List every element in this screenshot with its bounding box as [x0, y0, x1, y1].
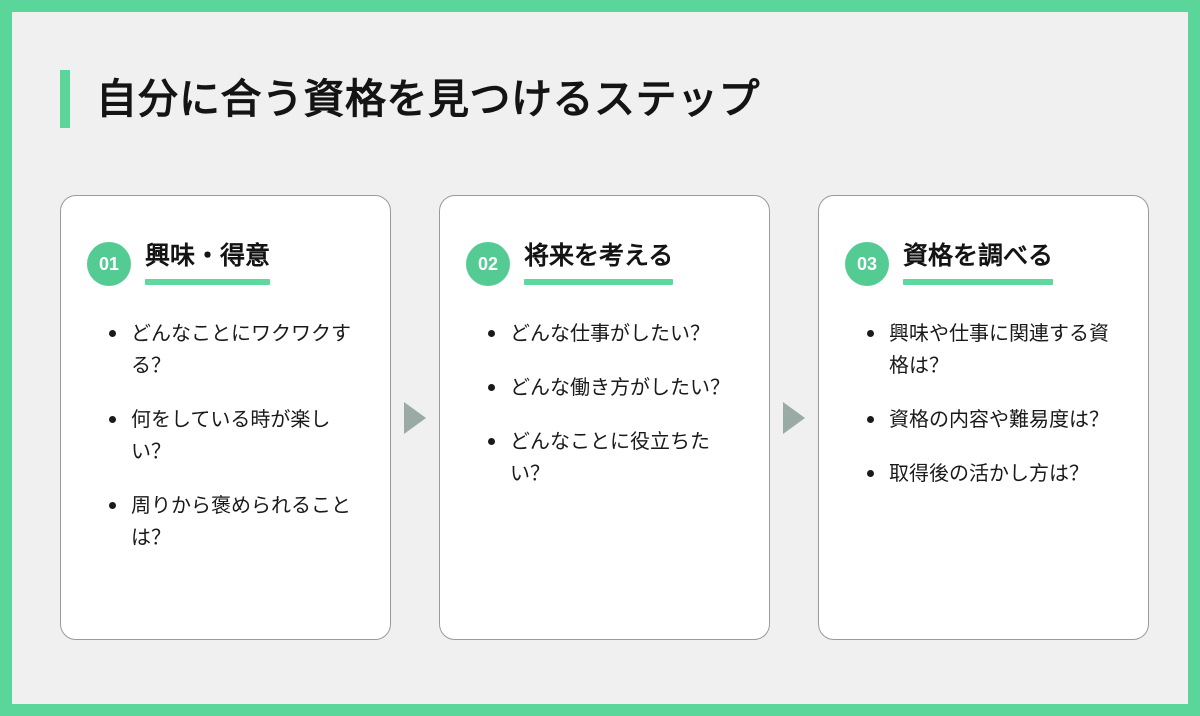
list-item: 何をしている時が楽しい？: [109, 404, 364, 468]
step-bullet-list: どんなことにワクワクする？ 何をしている時が楽しい？ 周りから褒められることは？: [87, 318, 364, 554]
step-card-02[interactable]: 02 将来を考える どんな仕事がしたい？ どんな働き方がしたい？ どんなことに役…: [439, 195, 770, 640]
list-item: 取得後の活かし方は？: [867, 458, 1122, 490]
step-heading-group: 興味・得意: [145, 240, 271, 285]
list-item: 周りから褒められることは？: [109, 490, 364, 554]
connector-2: [770, 195, 818, 640]
step-card-header: 02 将来を考える: [466, 240, 743, 286]
list-item: どんな働き方がしたい？: [488, 372, 743, 404]
step-heading-group: 資格を調べる: [903, 240, 1054, 285]
step-number-badge: 01: [87, 242, 131, 286]
slide-header: 自分に合う資格を見つけるステップ: [60, 70, 760, 128]
list-item: どんなことにワクワクする？: [109, 318, 364, 382]
step-card-header: 03 資格を調べる: [845, 240, 1122, 286]
accent-bar-icon: [60, 70, 70, 128]
step-card-header: 01 興味・得意: [87, 240, 364, 286]
list-item: 資格の内容や難易度は？: [867, 404, 1122, 436]
step-cards-row: 01 興味・得意 どんなことにワクワクする？ 何をしている時が楽しい？ 周りから…: [60, 195, 1149, 640]
step-number-badge: 03: [845, 242, 889, 286]
step-bullet-list: どんな仕事がしたい？ どんな働き方がしたい？ どんなことに役立ちたい？: [466, 318, 743, 490]
step-number-badge: 02: [466, 242, 510, 286]
slide-content-area: 自分に合う資格を見つけるステップ 01 興味・得意 どんなことにワクワクする？ …: [12, 12, 1188, 704]
arrow-right-icon: [783, 401, 805, 434]
title-underline: [524, 278, 674, 285]
list-item: 興味や仕事に関連する資格は？: [867, 318, 1122, 382]
step-card-title: 興味・得意: [145, 242, 271, 270]
title-underline: [903, 278, 1054, 285]
arrow-right-icon: [404, 401, 426, 434]
connector-1: [391, 195, 439, 640]
step-heading-group: 将来を考える: [524, 240, 674, 285]
list-item: どんなことに役立ちたい？: [488, 426, 743, 490]
step-card-title: 資格を調べる: [903, 242, 1054, 270]
step-card-03[interactable]: 03 資格を調べる 興味や仕事に関連する資格は？ 資格の内容や難易度は？ 取得後…: [818, 195, 1149, 640]
step-card-01[interactable]: 01 興味・得意 どんなことにワクワクする？ 何をしている時が楽しい？ 周りから…: [60, 195, 391, 640]
step-bullet-list: 興味や仕事に関連する資格は？ 資格の内容や難易度は？ 取得後の活かし方は？: [845, 318, 1122, 490]
list-item: どんな仕事がしたい？: [488, 318, 743, 350]
page-title: 自分に合う資格を見つけるステップ: [96, 75, 760, 122]
step-card-title: 将来を考える: [524, 242, 674, 270]
title-underline: [145, 278, 271, 285]
